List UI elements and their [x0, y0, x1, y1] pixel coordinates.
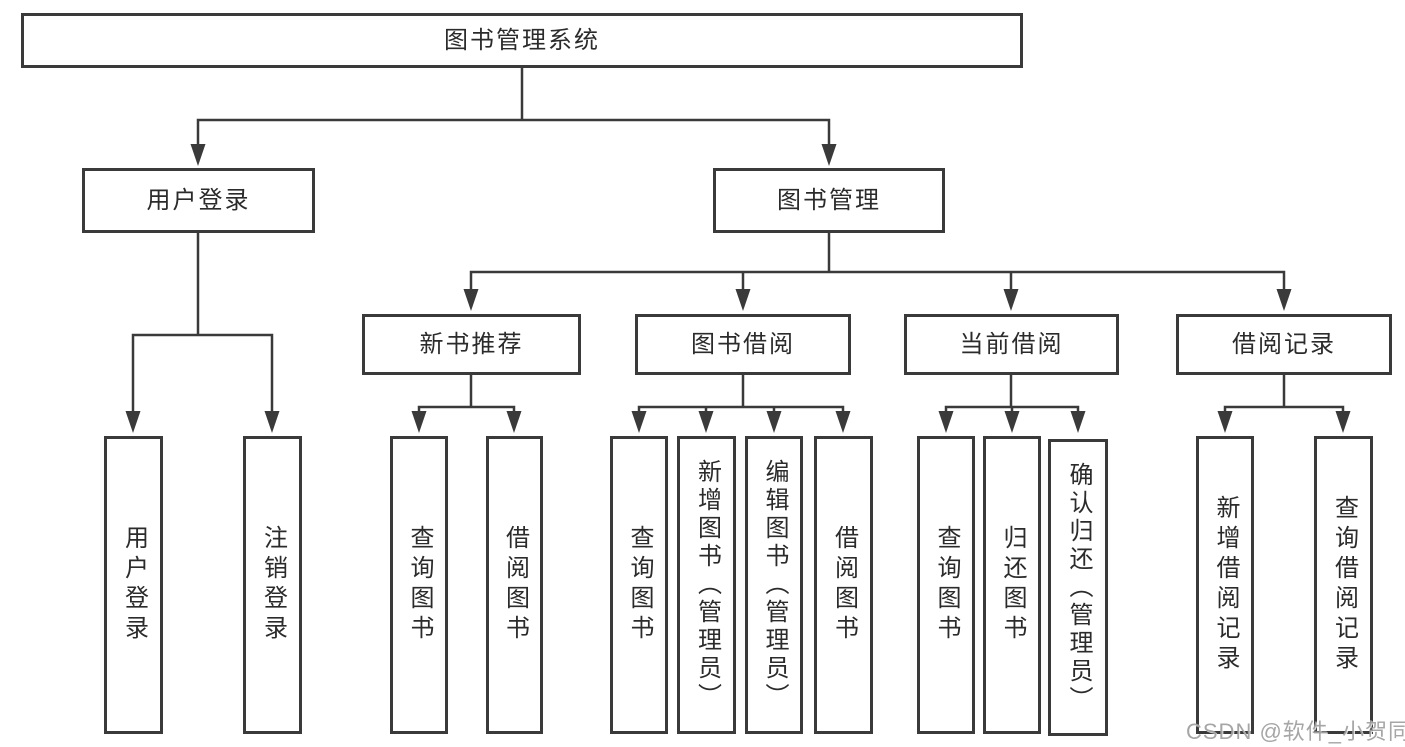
leaf-query-book-3-label: 查询图书 — [933, 525, 960, 645]
leaf-add-borrow-record: 新增借阅记录 — [1196, 436, 1254, 734]
leaf-confirm-return-admin: 确认归还（管理员） — [1048, 439, 1108, 736]
leaf-borrow-book-1-label: 借阅图书 — [501, 525, 529, 645]
csdn-watermark: CSDN @软件_小贺同学 — [1186, 719, 1405, 744]
leaf-borrow-book-2: 借阅图书 — [814, 436, 873, 734]
leaf-query-book-1-label: 查询图书 — [406, 525, 433, 645]
node-root-label: 图书管理系统 — [444, 26, 600, 54]
leaf-query-borrow-record-label: 查询借阅记录 — [1330, 495, 1358, 675]
node-user-login-label: 用户登录 — [146, 186, 251, 214]
node-current-borrow: 当前借阅 — [904, 314, 1119, 375]
leaf-add-borrow-record-label: 新增借阅记录 — [1212, 495, 1239, 675]
node-book-borrow: 图书借阅 — [635, 314, 851, 375]
node-borrow-records: 借阅记录 — [1176, 314, 1392, 375]
leaf-query-book-3: 查询图书 — [917, 436, 975, 734]
node-new-book-recommend: 新书推荐 — [362, 314, 581, 375]
leaf-return-book: 归还图书 — [983, 436, 1041, 734]
leaf-edit-book-admin: 编辑图书（管理员） — [745, 436, 803, 734]
leaf-add-book-admin: 新增图书（管理员） — [677, 436, 736, 734]
node-user-login: 用户登录 — [82, 168, 315, 233]
node-new-book-recommend-label: 新书推荐 — [419, 330, 524, 358]
leaf-user-login: 用户登录 — [104, 436, 163, 734]
leaf-query-book-1: 查询图书 — [390, 436, 448, 734]
node-book-management-label: 图书管理 — [777, 186, 881, 214]
leaf-query-book-2: 查询图书 — [610, 436, 668, 734]
leaf-add-book-admin-label: 新增图书（管理员） — [693, 459, 721, 711]
leaf-query-book-2-label: 查询图书 — [626, 525, 653, 645]
leaf-logout: 注销登录 — [243, 436, 302, 734]
leaf-borrow-book-1: 借阅图书 — [486, 436, 543, 734]
leaf-query-borrow-record: 查询借阅记录 — [1314, 436, 1373, 734]
leaf-logout-label: 注销登录 — [259, 525, 287, 645]
node-book-management: 图书管理 — [713, 168, 945, 233]
node-root: 图书管理系统 — [21, 13, 1023, 68]
node-current-borrow-label: 当前借阅 — [959, 330, 1064, 358]
node-borrow-records-label: 借阅记录 — [1232, 330, 1336, 358]
leaf-confirm-return-admin-label: 确认归还（管理员） — [1065, 461, 1092, 714]
leaf-borrow-book-2-label: 借阅图书 — [830, 525, 858, 645]
leaf-return-book-label: 归还图书 — [999, 525, 1026, 645]
leaf-user-login-label: 用户登录 — [120, 525, 148, 645]
leaf-edit-book-admin-label: 编辑图书（管理员） — [761, 459, 788, 711]
node-book-borrow-label: 图书借阅 — [691, 330, 795, 358]
